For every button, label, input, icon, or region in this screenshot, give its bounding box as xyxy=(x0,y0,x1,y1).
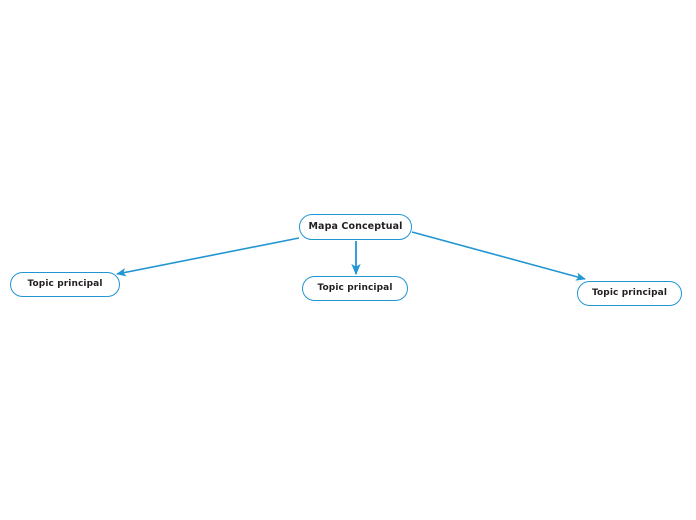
edge-root-to-right-topic xyxy=(411,231,586,281)
edge-root-to-left-topic xyxy=(116,237,300,277)
node-left-label: Topic principal xyxy=(27,279,103,289)
node-right-label: Topic principal xyxy=(591,288,668,298)
node-topic-principal-left[interactable]: Topic principal xyxy=(10,272,120,297)
node-mapa-conceptual[interactable]: Mapa Conceptual xyxy=(299,214,412,240)
node-topic-principal-right[interactable]: Topic principal xyxy=(577,281,682,306)
node-topic-principal-center[interactable]: Topic principal xyxy=(302,276,408,301)
node-root-label: Mapa Conceptual xyxy=(308,221,403,233)
node-center-label: Topic principal xyxy=(317,283,393,293)
